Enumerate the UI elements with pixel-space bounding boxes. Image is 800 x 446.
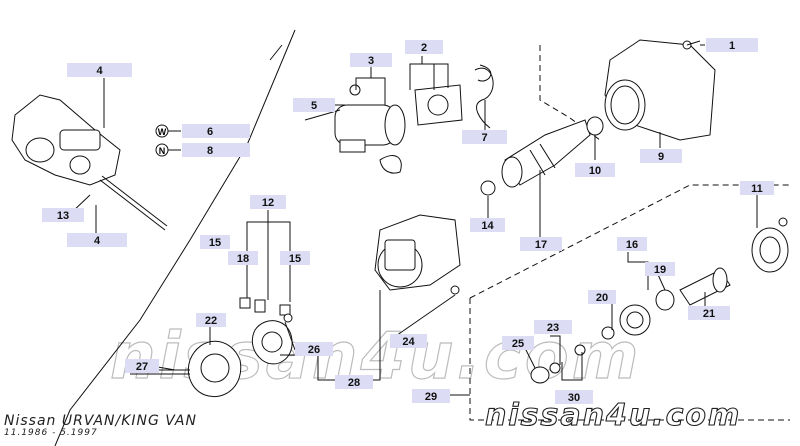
callout-number[interactable]: 1 <box>729 40 735 52</box>
callout-number[interactable]: 22 <box>205 315 217 327</box>
callout-number[interactable]: 14 <box>481 220 494 232</box>
callout-number[interactable]: 12 <box>262 197 274 209</box>
solenoid <box>304 84 406 153</box>
callout-box <box>412 389 450 403</box>
callout-number[interactable]: 10 <box>589 165 601 177</box>
callout-number[interactable]: 27 <box>136 361 148 373</box>
callout-number[interactable]: 5 <box>311 100 317 112</box>
diagram-caption: Nissan URVAN/KING VAN 11.1986 - 5.1997 <box>4 413 197 438</box>
shift-lever <box>379 155 402 174</box>
callout-box <box>688 306 730 320</box>
solenoid-seal <box>414 84 463 126</box>
callout-box <box>293 98 335 112</box>
callout-box <box>575 163 615 177</box>
callout-box <box>470 218 505 232</box>
callout-number[interactable]: 15 <box>289 253 301 265</box>
callout-number[interactable]: 3 <box>368 55 374 67</box>
callout-number[interactable]: 30 <box>568 392 580 404</box>
callout-number[interactable]: 16 <box>626 239 638 251</box>
production-range: 11.1986 - 5.1997 <box>4 428 98 438</box>
callout-number[interactable]: 7 <box>481 132 487 144</box>
callout-number[interactable]: 11 <box>751 183 763 195</box>
yoke <box>374 214 461 295</box>
callout-box <box>617 237 647 251</box>
washer-n-letter: N <box>159 146 166 156</box>
callout-number[interactable]: 19 <box>654 264 666 276</box>
armature <box>480 116 604 196</box>
spring <box>474 64 494 129</box>
callout-box <box>67 63 132 77</box>
callout-number[interactable]: 9 <box>658 151 664 163</box>
callout-number[interactable]: 21 <box>703 308 715 320</box>
callout-box <box>295 342 333 356</box>
callout-number[interactable]: 15 <box>209 237 221 249</box>
callout-number[interactable]: 26 <box>308 344 320 356</box>
callout-number[interactable]: 29 <box>425 391 437 403</box>
callout-box <box>462 130 507 144</box>
washer-w-letter: W <box>158 127 167 137</box>
washer-badges: W N <box>155 124 169 157</box>
rear-housing <box>604 39 716 141</box>
callout-box <box>390 334 427 348</box>
callout-box <box>182 124 250 138</box>
callout-number[interactable]: 4 <box>96 65 103 77</box>
callout-box <box>228 251 258 265</box>
callout-box <box>280 251 310 265</box>
callout-box <box>740 181 774 195</box>
callout-box <box>534 320 572 334</box>
callout-box <box>182 143 250 157</box>
callout-number[interactable]: 24 <box>402 336 415 348</box>
callout-box <box>555 390 593 404</box>
callout-box <box>588 290 616 304</box>
watermark-small: nissan4u.com <box>485 398 741 433</box>
callout-box <box>200 235 230 249</box>
callout-number[interactable]: 4 <box>94 235 101 247</box>
callout-box <box>125 359 159 373</box>
callout-box <box>335 375 373 389</box>
callout-number[interactable]: 20 <box>596 292 608 304</box>
callout-number[interactable]: 25 <box>512 338 524 350</box>
callout-box <box>520 237 562 251</box>
callout-number[interactable]: 17 <box>535 239 547 251</box>
callout-box <box>502 336 534 350</box>
callout-box <box>640 149 682 163</box>
model-title: Nissan URVAN/KING VAN <box>4 413 197 429</box>
starter-assembly <box>11 94 168 231</box>
callout-number[interactable]: 23 <box>547 322 559 334</box>
callout-box <box>405 40 443 54</box>
callout-box <box>196 313 226 327</box>
callout-number[interactable]: 2 <box>421 42 427 54</box>
callout-box <box>350 53 392 67</box>
callout-box <box>250 195 286 209</box>
brushes <box>239 297 293 323</box>
callout-number[interactable]: 13 <box>57 210 69 222</box>
brush-holder <box>130 340 242 397</box>
callout-box <box>67 233 127 247</box>
callout-box <box>706 38 758 52</box>
gear-set <box>530 217 789 384</box>
callout-box <box>42 208 84 222</box>
gasket-ring <box>251 320 293 365</box>
callout-number[interactable]: 6 <box>207 126 213 138</box>
callout-number[interactable]: 28 <box>348 377 360 389</box>
callout-number[interactable]: 18 <box>237 253 249 265</box>
callout-box <box>645 262 675 276</box>
callout-number[interactable]: 8 <box>207 145 213 157</box>
